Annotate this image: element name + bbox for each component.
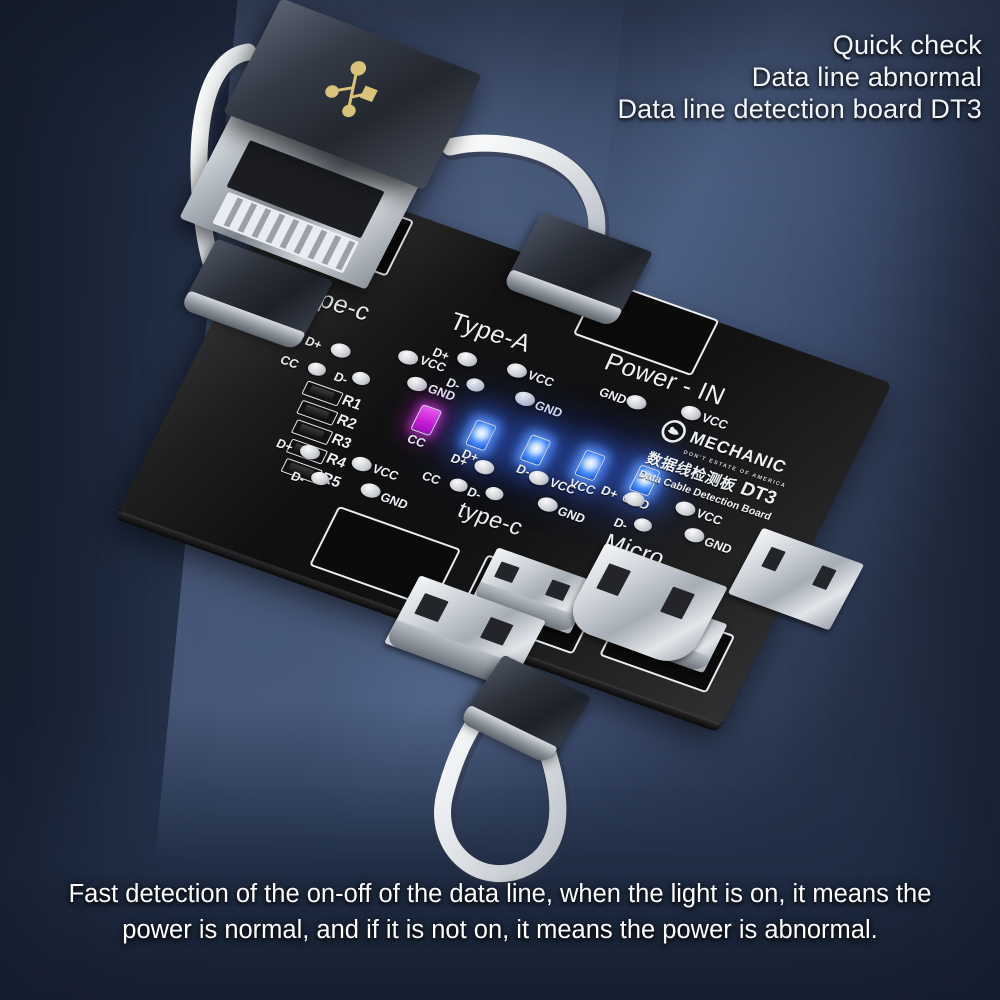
usb-trident-icon: [324, 60, 378, 117]
headline-block: Quick check Data line abnormal Data line…: [617, 30, 982, 126]
caption-text: Fast detection of the on-off of the data…: [68, 879, 932, 944]
headline-line-3: Data line detection board DT3: [617, 93, 982, 124]
headline-line-2: Data line abnormal: [751, 61, 982, 92]
mechanic-logo-icon: [661, 420, 686, 443]
headline-line-1: Quick check: [832, 30, 982, 60]
brand-block: MECHANIC DON'T ESTATE OF AMERICA 数据线检测板 …: [637, 415, 799, 523]
detection-board[interactable]: type-c D+ D- CC VCC GND R1 R2 R3 R4 R5 T…: [114, 169, 893, 733]
usb-a-plug-body[interactable]: [222, 0, 483, 190]
